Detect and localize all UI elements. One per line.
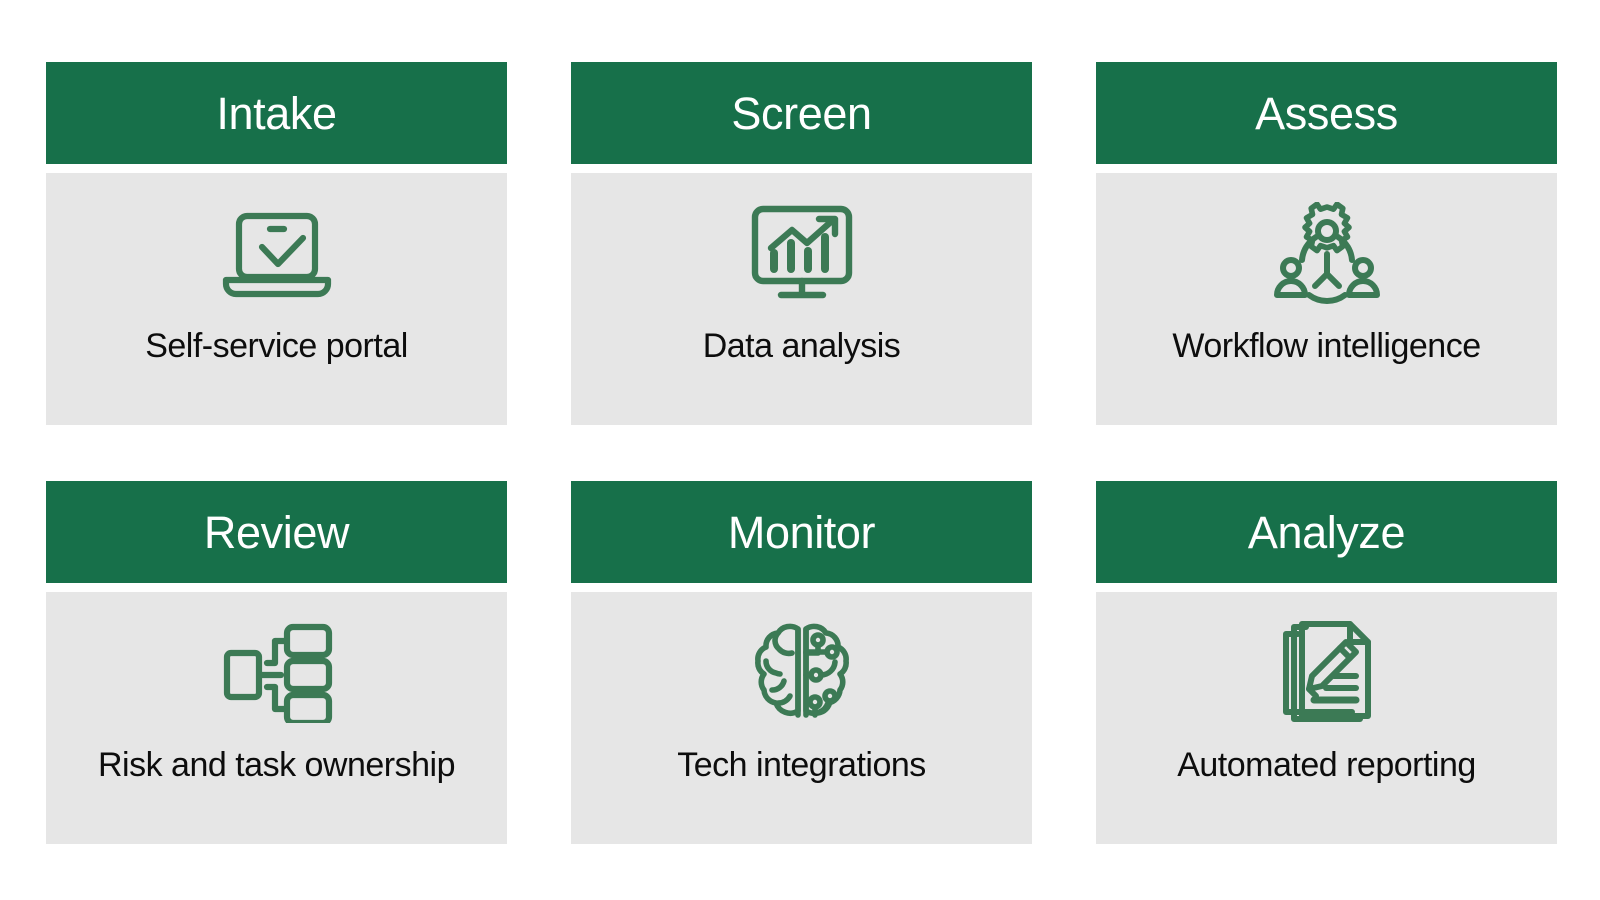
stage-caption: Risk and task ownership [97,746,456,784]
documents-pencil-icon [1267,620,1387,724]
stage-title: Intake [216,87,337,139]
stage-header-intake: Intake [46,62,507,164]
stage-caption: Automated reporting [1177,746,1476,784]
stage-body-assess: Workflow intelligence [1096,173,1557,425]
stage-caption: Tech integrations [677,746,926,784]
stage-card-screen[interactable]: Screen Data analysis [571,62,1032,425]
stage-header-review: Review [46,481,507,583]
stage-body-review: Risk and task ownership [46,592,507,844]
stage-card-intake[interactable]: Intake Self-service portal [46,62,507,425]
stage-body-screen: Data analysis [571,173,1032,425]
stage-body-analyze: Automated reporting [1096,592,1557,844]
stage-title: Assess [1255,87,1398,139]
stage-title: Screen [731,87,872,139]
stage-caption: Workflow intelligence [1172,327,1481,365]
stage-header-analyze: Analyze [1096,481,1557,583]
laptop-checkmark-icon [217,201,337,305]
stage-card-review[interactable]: Review Risk and task ownership [46,481,507,844]
stage-title: Analyze [1247,506,1406,558]
monitor-bar-chart-growth-icon [742,201,862,305]
ai-brain-circuit-icon [742,620,862,724]
stage-caption: Data analysis [702,327,901,365]
stage-card-monitor[interactable]: Monitor [571,481,1032,844]
stage-card-assess[interactable]: Assess [1096,62,1557,425]
stage-header-screen: Screen [571,62,1032,164]
stages-grid: Intake Self-service portal Screen [46,62,1557,844]
stage-body-monitor: Tech integrations [571,592,1032,844]
stage-card-analyze[interactable]: Analyze [1096,481,1557,844]
stage-header-monitor: Monitor [571,481,1032,583]
stage-title: Monitor [727,506,876,558]
org-chart-hierarchy-icon [217,620,337,724]
stage-caption: Self-service portal [145,327,408,365]
stage-header-assess: Assess [1096,62,1557,164]
gear-people-network-icon [1267,201,1387,305]
stage-title: Review [203,506,350,558]
stage-body-intake: Self-service portal [46,173,507,425]
